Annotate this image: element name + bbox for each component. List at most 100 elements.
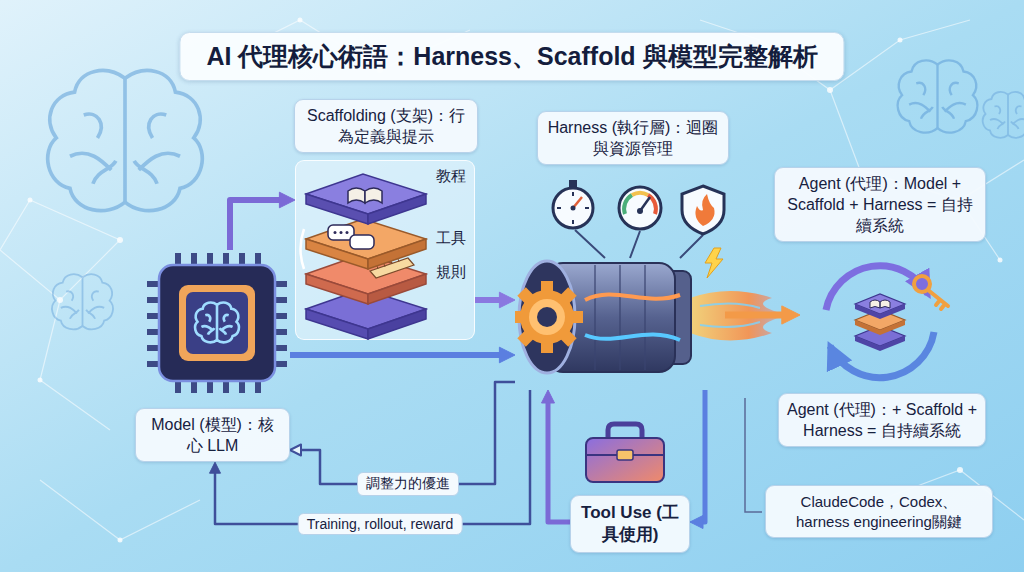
edge-label: 調整力的優進: [357, 472, 459, 496]
stopwatch-icon-part: [571, 206, 576, 211]
shield-icon-part: [682, 186, 724, 234]
tool-use-box: Tool Use (工具使用): [570, 495, 690, 553]
layer-stack-part: [301, 229, 305, 269]
toolbox-icon-part: [617, 450, 633, 460]
engine-icon-part: [515, 281, 583, 353]
speedometer-icon-part: [624, 195, 632, 214]
layer-stack-part: [368, 309, 426, 339]
background-part: [28, 18, 1003, 543]
agent-cycle-icon-part: [928, 290, 948, 309]
diagram-title: AI 代理核心術語：Harness、Scaffold 與模型完整解析: [179, 32, 844, 81]
toolbox-icon-part: [586, 438, 664, 482]
engine-icon-part: [585, 295, 680, 300]
tool-label: Tool Use (工具使用): [579, 502, 681, 546]
gauge-links-part: [575, 230, 703, 258]
agent-cycle-icon: [800, 250, 960, 385]
layer-name: 規則: [436, 263, 466, 282]
agent-cycle: Agent (代理)：Model + Scaffold + Harness = …: [800, 250, 960, 385]
stopwatch-icon-part: [569, 180, 577, 187]
speedometer-icon: [619, 187, 661, 229]
chip-icon-part: [147, 253, 287, 393]
stopwatch-icon-part: [553, 188, 593, 228]
background-part-part: [57, 297, 63, 303]
background-part-part: [38, 378, 43, 383]
background-part-part: [898, 38, 903, 43]
edge-label: Training, rollout, reward: [298, 513, 463, 535]
model-label: Model (模型)：核心 LLM: [135, 408, 290, 462]
agent-cycle-icon-part: [826, 266, 928, 310]
agent-label: Agent (代理)：Model + Scaffold + Harness = …: [774, 167, 986, 242]
leader-line: [745, 398, 762, 512]
layer-name: 工具: [436, 229, 466, 248]
agent-cycle-icon-part: [855, 336, 905, 351]
harness-label: Harness (執行層)：迴圈與資源管理: [537, 111, 729, 165]
speedometer-icon-part: [637, 208, 643, 214]
background-part: [0, 20, 1024, 540]
flow-arrow: [548, 398, 570, 522]
layer-name: 教程: [436, 167, 466, 186]
chip-icon-part: [186, 292, 248, 354]
gauge-links: [575, 230, 703, 258]
speedometer-icon-part: [619, 187, 661, 229]
stopwatch-icon-part: [557, 192, 589, 224]
arrow-head: [290, 445, 301, 456]
background-part-part: [827, 87, 833, 93]
layer-stack-part: [365, 188, 382, 203]
layer-stack-part: [348, 188, 365, 203]
engine-icon-part-part: [529, 299, 565, 335]
layer-stack-part: [340, 231, 343, 234]
layer-stack-part: [368, 274, 426, 304]
engine-icon-part: [585, 335, 680, 340]
layer-stack-part: [368, 239, 426, 269]
chip-icon-part: [179, 285, 255, 361]
note-text: ClaudeCode，Codex、harness engineering關鍵: [774, 492, 984, 531]
chip-icon-part: [195, 303, 239, 343]
background-part-part: [957, 467, 963, 473]
agent-cycle-icon-part: [855, 320, 905, 335]
background-part-part: [117, 237, 123, 243]
arrow-head: [782, 306, 800, 324]
agent-label: Agent (代理)：+ Scaffold + Harness = 自持續系統: [778, 393, 986, 447]
layer-stack: [298, 159, 433, 341]
speedometer-icon-part: [632, 193, 648, 195]
layer-stack-part: [350, 235, 374, 249]
layer-stack-part: [334, 231, 337, 234]
arrow-head: [499, 292, 515, 308]
engine-icon-part: [595, 265, 645, 370]
engine-icon-part-part: [537, 307, 557, 327]
background-part: [983, 92, 1024, 138]
scaffold-label: Scaffolding (支架)：行為定義與提示: [294, 99, 478, 153]
arrow-head: [210, 462, 221, 473]
model-chip: Model (模型)：核心 LLM: [135, 250, 290, 462]
toolbox-icon: [586, 424, 664, 482]
layer-stack-part: [306, 274, 368, 304]
chip-icon: [147, 253, 287, 393]
background-part: [898, 60, 978, 132]
note-box: ClaudeCode，Codex、harness engineering關鍵: [765, 485, 993, 538]
lightning-icon: [705, 248, 723, 278]
harness-engine: Harness (執行層)：迴圈與資源管理: [515, 245, 725, 390]
background-part: [52, 274, 113, 329]
flow-arrow: [698, 390, 706, 522]
stopwatch-icon: [553, 180, 593, 228]
flow-arrow: [725, 312, 789, 319]
agent-cycle-icon-part: [870, 300, 890, 308]
flow-arrow: [297, 382, 515, 484]
layer-stack-part: [346, 231, 349, 234]
chip-icon-part: [159, 265, 275, 381]
background-part-part: [0, 20, 1024, 540]
background-part-part: [118, 538, 123, 543]
background-part-part: [28, 198, 33, 203]
shield-icon-part: [695, 194, 714, 226]
layer-stack-part: [306, 309, 368, 339]
engine-icon-part: [519, 261, 575, 373]
background-part-part: [298, 18, 303, 23]
arrow-head: [279, 192, 295, 208]
flow-arrow: [230, 200, 286, 250]
background-part-part: [998, 258, 1003, 263]
engine-icon: [515, 245, 725, 390]
arrow-head: [690, 516, 703, 529]
